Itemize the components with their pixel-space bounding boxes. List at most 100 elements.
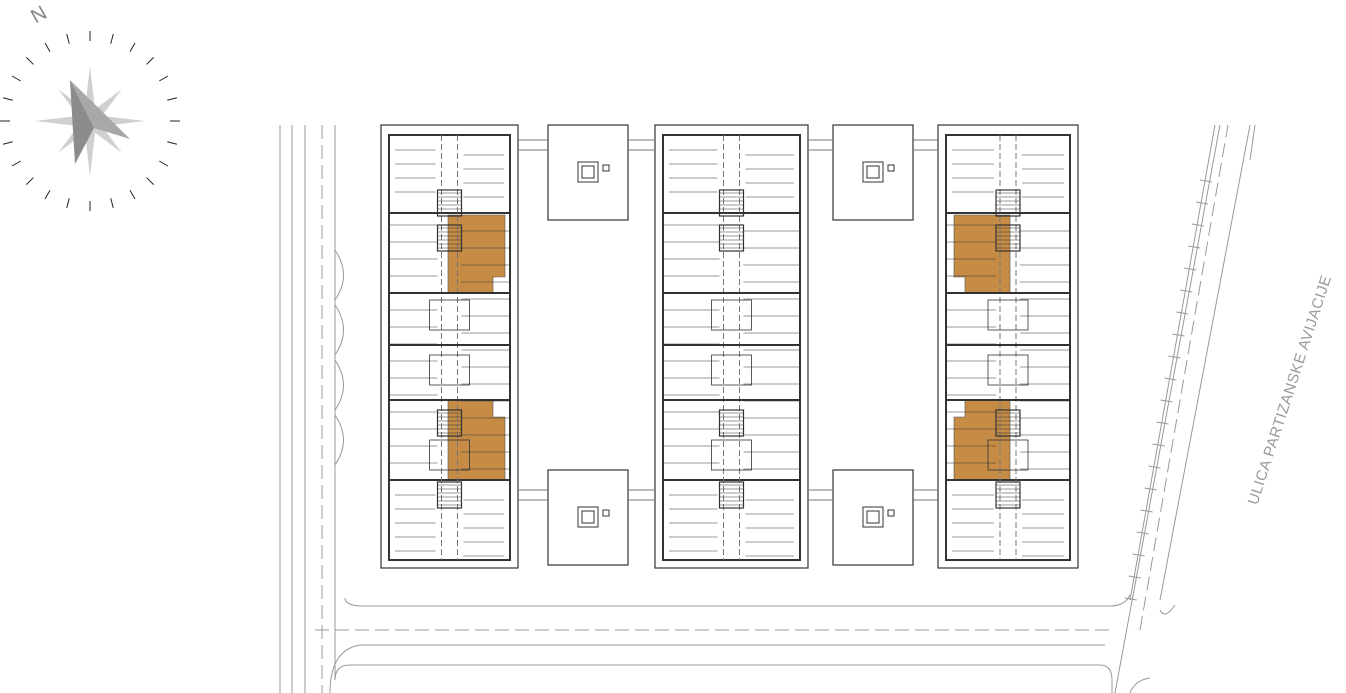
bathroom-core: [987, 439, 1029, 471]
stair-core: [436, 224, 463, 252]
vent-shaft: [887, 164, 895, 172]
street-line: [1114, 124, 1221, 693]
north-wing: [945, 134, 1071, 214]
bathroom-core: [711, 354, 752, 386]
buildings: [380, 124, 1079, 569]
compass-tick: [2, 141, 13, 145]
stair-core: [995, 481, 1021, 509]
vent-shaft: [602, 164, 610, 172]
stair-core: [718, 224, 745, 252]
compass-tick: [26, 57, 34, 65]
south-wing: [662, 479, 801, 561]
west-block: [380, 124, 519, 569]
compass-tick: [26, 177, 34, 185]
parking-stripe: [1199, 179, 1213, 183]
entry-curve: [334, 414, 344, 466]
courtyard-pavilion: [547, 124, 629, 221]
street-line: [350, 664, 1113, 693]
parking-stripe: [1132, 553, 1145, 557]
compass-tick: [2, 97, 13, 101]
south-wing: [388, 479, 511, 561]
stair-core: [995, 224, 1021, 252]
compass-tick: [66, 198, 70, 209]
central-block: [654, 124, 809, 569]
vent-shaft: [887, 509, 895, 517]
compass-tick: [167, 141, 178, 145]
pavilion-core-inner: [581, 510, 595, 524]
parking-stripe: [1152, 443, 1165, 447]
stair-core: [436, 409, 463, 437]
parking-stripe: [1188, 245, 1201, 249]
bathroom-core: [987, 299, 1029, 331]
street-lines: [279, 124, 1256, 693]
stair-core: [436, 189, 463, 217]
stair-core: [718, 481, 745, 509]
street-line: [344, 594, 1131, 607]
bathroom-core: [711, 439, 752, 471]
street-line: [329, 644, 1105, 693]
bathroom-core: [987, 354, 1029, 386]
pavilion-core-inner: [866, 165, 880, 179]
east-block: [937, 124, 1079, 569]
courtyard-pavilion: [832, 124, 914, 221]
compass-rose-icon: [0, 31, 180, 211]
north-wing: [388, 134, 511, 214]
compass-needle: [70, 80, 94, 164]
parking-stripe: [1136, 531, 1149, 535]
street-line: [1159, 124, 1251, 601]
compass-tick: [167, 97, 178, 101]
building-outline: [380, 124, 519, 569]
compass-tick: [129, 190, 136, 200]
pavilion-outline: [547, 469, 629, 566]
compass-needle: [70, 80, 130, 139]
parking-stripe: [1184, 267, 1197, 271]
courtyard-pavilion: [832, 469, 914, 566]
pavilion-outline: [832, 469, 914, 566]
compass-tick: [146, 177, 154, 185]
parking-stripe: [1144, 487, 1157, 491]
south-wing: [945, 479, 1071, 561]
parking-stripe: [1128, 575, 1141, 579]
parking-stripe: [1191, 223, 1205, 227]
compass-tick: [110, 198, 114, 209]
parking-stripe: [1160, 399, 1173, 403]
compass-tick: [11, 160, 21, 167]
vent-shaft: [602, 509, 610, 517]
compass-tick: [159, 160, 169, 167]
bathroom-core: [429, 299, 470, 331]
parking-stripe: [1180, 289, 1193, 293]
pavilion-outline: [832, 124, 914, 221]
compass-tick: [44, 190, 51, 200]
stair-core: [718, 409, 745, 437]
street-line: [1129, 124, 1216, 601]
pavilion-core: [862, 161, 884, 183]
courtyard-pavilion: [547, 469, 629, 566]
stair-core: [718, 189, 745, 217]
pavilion-core-inner: [581, 165, 595, 179]
highlighted-apartment: [447, 214, 506, 294]
compass-tick: [159, 75, 169, 82]
stair-core: [436, 481, 463, 509]
pavilion-core: [577, 506, 599, 528]
north-wing: [662, 134, 801, 214]
street-line: [1159, 604, 1176, 615]
bathroom-core: [711, 299, 752, 331]
parking-stripe: [1168, 355, 1181, 359]
parking-stripe: [1172, 333, 1185, 337]
entry-curve: [334, 249, 344, 301]
parking-stripe: [1164, 377, 1177, 381]
bathroom-core: [429, 354, 470, 386]
compass-tick: [129, 42, 136, 52]
street-line: [1129, 677, 1151, 693]
highlighted-apartment: [953, 214, 1011, 294]
parking-stripe: [1148, 465, 1161, 469]
pavilion-core: [862, 506, 884, 528]
stair-core: [995, 189, 1021, 217]
stair-core: [995, 409, 1021, 437]
compass-tick: [11, 75, 21, 82]
compass-tick: [66, 33, 70, 44]
parking-stripe: [1176, 311, 1189, 315]
entry-curve: [334, 359, 344, 411]
parking-stripe: [1156, 421, 1169, 425]
